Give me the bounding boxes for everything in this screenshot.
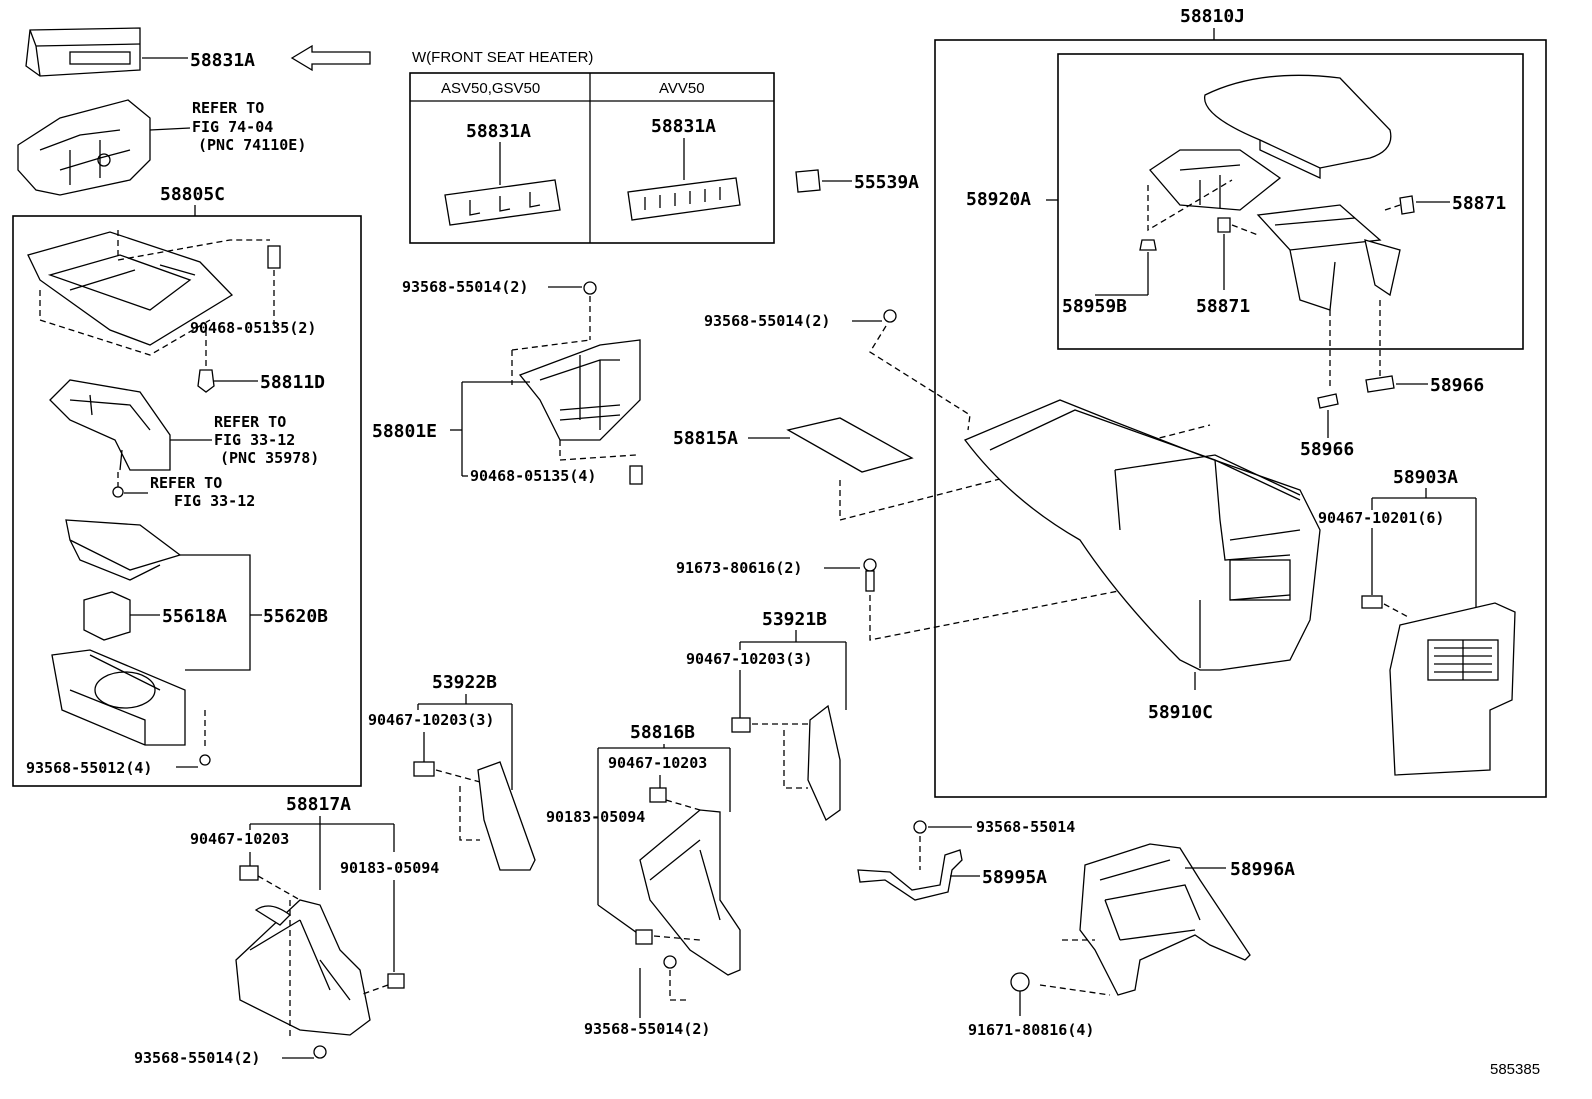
label-91671-80816-4[interactable]: 91671-80816(4) [968,1021,1094,1039]
part-53922B-panel-drawing [413,732,536,871]
label-58811D[interactable]: 58811D [260,372,325,393]
part-58831A-switch-drawing [25,27,188,77]
group-box-58810J [934,39,1547,798]
switch-avv50-drawing [627,138,741,221]
part-58910C-console-drawing [963,399,1321,690]
group-box-58805C [12,215,362,787]
bolt-93568-55014-a-drawing [548,281,597,340]
part-58995A-bracket-drawing [857,849,980,901]
label-93568-55014-2b[interactable]: 93568-55014(2) [704,312,830,330]
label-58996A[interactable]: 58996A [1230,859,1295,880]
clip-58871-a-drawing [1399,195,1450,215]
label-58871-a[interactable]: 58871 [1452,193,1506,214]
pin-58966-drawing [1317,375,1428,438]
clip-58811D-drawing [197,330,258,393]
label-58831A-top[interactable]: 58831A [190,50,255,71]
bolt-93568-55014-b-drawing [852,309,971,431]
label-91673-80616-2[interactable]: 91673-80616(2) [676,559,802,577]
label-58816B[interactable]: 58816B [630,722,695,743]
part-hinge-drawing [1231,204,1401,390]
clip-58959B-drawing [1095,239,1157,296]
label-58831A-asv50[interactable]: 58831A [466,121,531,142]
label-90467-10201-6[interactable]: 90467-10201(6) [1318,509,1444,527]
label-93568-55014-2d[interactable]: 93568-55014(2) [134,1049,260,1067]
switch-asv50-drawing [444,142,561,226]
label-93568-55014-2c[interactable]: 93568-55014(2) [584,1020,710,1038]
front-seat-heater-title: W(FRONT SEAT HEATER) [412,49,593,66]
arrow-left-icon [290,44,371,72]
part-55539A-drawing [795,169,852,193]
front-seat-heater-table [409,72,775,244]
label-58805C[interactable]: 58805C [160,184,225,205]
label-53922B[interactable]: 53922B [432,672,497,693]
label-93568-55012-4[interactable]: 93568-55012(4) [26,759,152,777]
part-armrest-lid-drawing [1147,74,1392,232]
label-90467-10203-3a[interactable]: 90467-10203(3) [686,650,812,668]
part-53921B-panel-drawing [731,670,841,821]
label-90468-05135-2[interactable]: 90468-05135(2) [190,319,316,337]
part-58801E-bracket-drawing [461,339,643,485]
part-58903A-rear-vent-drawing [1361,528,1516,776]
label-58801E[interactable]: 58801E [372,421,437,442]
label-58815A[interactable]: 58815A [673,428,738,449]
label-90467-10203-b[interactable]: 90467-10203 [190,830,289,848]
diagram-id: 585385 [1490,1061,1540,1078]
label-58810J[interactable]: 58810J [1180,6,1245,27]
label-90467-10203-3b[interactable]: 90467-10203(3) [368,711,494,729]
label-90183-05094-b[interactable]: 90183-05094 [340,859,439,877]
label-58920A[interactable]: 58920A [966,189,1031,210]
label-58966-a[interactable]: 58966 [1430,375,1484,396]
cover-and-tray-drawing [51,519,262,768]
shift-bracket-refer-33-12-drawing [49,379,212,498]
label-58959B[interactable]: 58959B [1062,296,1127,317]
bolt-93568-55014-drawing [913,820,972,870]
label-93568-55014-2a[interactable]: 93568-55014(2) [402,278,528,296]
front-seat-heater-col2: AVV50 [659,80,705,97]
label-58871-b[interactable]: 58871 [1196,296,1250,317]
label-58903A[interactable]: 58903A [1393,467,1458,488]
part-58816B-panel-drawing [635,775,741,1018]
refer-33-12-pnc[interactable]: REFER TO FIG 33-12 (PNC 35978) [214,413,319,467]
label-58995A[interactable]: 58995A [982,867,1047,888]
group-box-58920A [1057,53,1524,350]
label-55539A[interactable]: 55539A [854,172,919,193]
label-55618A[interactable]: 55618A [162,606,227,627]
bolt-91673-80616-drawing [824,558,1226,641]
label-55620B[interactable]: 55620B [263,606,328,627]
front-seat-heater-col1: ASV50,GSV50 [441,80,540,97]
label-58817A[interactable]: 58817A [286,794,351,815]
part-58805C-panel-drawing [27,230,270,356]
label-58966-b[interactable]: 58966 [1300,439,1354,460]
label-93568-55014[interactable]: 93568-55014 [976,818,1075,836]
label-58831A-avv50[interactable]: 58831A [651,116,716,137]
clip-90468-05135-drawing [267,245,281,330]
part-58817A-panel-drawing [235,852,405,1059]
refer-74-04[interactable]: REFER TO FIG 74-04 (PNC 74110E) [192,99,306,154]
label-53921B[interactable]: 53921B [762,609,827,630]
label-90183-05094-a[interactable]: 90183-05094 [546,808,645,826]
label-58910C[interactable]: 58910C [1148,702,1213,723]
label-90467-10203-a[interactable]: 90467-10203 [608,754,707,772]
label-90468-05135-4[interactable]: 90468-05135(4) [470,467,596,485]
refer-33-12[interactable]: REFER TO FIG 33-12 [150,474,255,510]
bracket-refer-74-04-drawing [17,99,191,196]
clip-58871-b-drawing [1217,217,1231,290]
part-58996A-bracket-drawing [1010,843,1251,1016]
